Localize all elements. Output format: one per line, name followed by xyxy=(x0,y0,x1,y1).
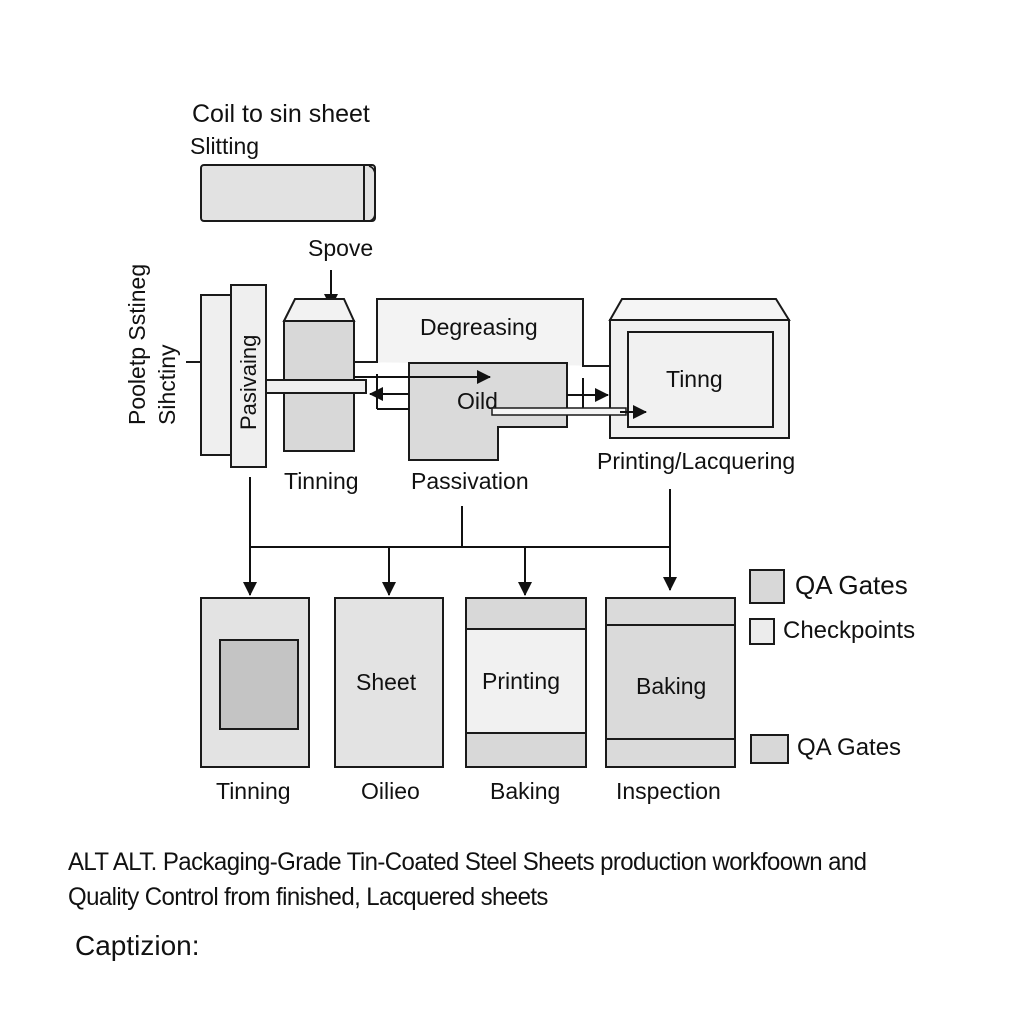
svg-text:Sihctiny: Sihctiny xyxy=(154,344,180,425)
stage-tinng: Tinng Printing/Lacquering xyxy=(597,298,795,474)
legend: QA Gates Checkpoints QA Gates xyxy=(749,569,915,764)
svg-text:QA Gates: QA Gates xyxy=(797,734,901,761)
qa-box-baking: Baking Inspection xyxy=(605,597,736,804)
spove-label: Spove xyxy=(308,235,373,261)
figure-caption: ALT ALT. Packaging-Grade Tin-Coated Stee… xyxy=(68,848,867,911)
stage-degreasing: Degreasing xyxy=(354,298,610,367)
qa-box-printing: Printing Baking xyxy=(465,597,587,804)
stage-oild: Oild Passivation xyxy=(408,362,568,494)
distribution-lines xyxy=(243,477,677,596)
top-subtitle: Slitting xyxy=(190,133,259,159)
legend-item-qa-gates-2: QA Gates xyxy=(750,734,901,764)
qa-box-baking-label: Baking xyxy=(636,673,706,699)
stage-passivaing: Pasivaing xyxy=(230,284,267,468)
slitting-bar xyxy=(200,164,376,222)
svg-text:Pooletp Sstineg: Pooletp Sstineg xyxy=(124,264,150,425)
qa-box-sheet-caption: Oilieo xyxy=(361,778,420,804)
svg-text:Pasivaing: Pasivaing xyxy=(236,335,261,430)
qa-box-printing-label: Printing xyxy=(482,668,560,694)
caption-label: Captizion: xyxy=(75,930,200,961)
stage-tinng-label: Tinng xyxy=(666,366,723,392)
qa-box-tinning-caption: Tinning xyxy=(216,778,291,804)
qa-box-sheet-label: Sheet xyxy=(356,669,417,695)
legend-item-checkpoints: Checkpoints xyxy=(749,617,915,645)
side-label: Pooletp Sstineg Sihctiny xyxy=(124,264,180,425)
qa-box-tinning: Tinning xyxy=(200,597,310,804)
stage-passivation-caption: Passivation xyxy=(411,468,529,494)
svg-text:Checkpoints: Checkpoints xyxy=(783,617,915,644)
transfer-bar xyxy=(265,379,367,394)
qa-box-inspection-caption: Inspection xyxy=(616,778,721,804)
stage-oild-label: Oild xyxy=(457,388,498,414)
stage-printing-caption: Printing/Lacquering xyxy=(597,448,795,474)
stage-tinning: Tinning xyxy=(282,298,359,494)
legend-item-qa-gates: QA Gates xyxy=(749,569,908,604)
svg-text:QA Gates: QA Gates xyxy=(795,570,908,600)
stage-degreasing-label: Degreasing xyxy=(420,314,538,340)
stage-tinning-caption: Tinning xyxy=(284,468,359,494)
qa-box-sheet: Sheet Oilieo xyxy=(334,597,444,804)
top-title: Coil to sin sheet xyxy=(192,100,370,128)
qa-box-printing-caption: Baking xyxy=(490,778,560,804)
